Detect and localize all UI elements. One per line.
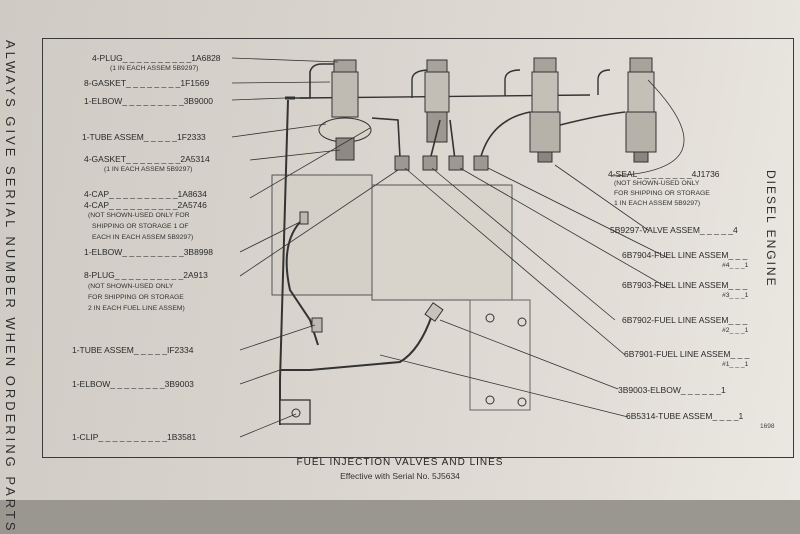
- label-seal-note-1: (NOT SHOWN-USED ONLY: [614, 180, 700, 187]
- label-seal-note-2: FOR SHIPPING OR STORAGE: [614, 190, 710, 197]
- label-elbow-3: 1-ELBOW_ _ _ _ _ _ _ _3B9003: [72, 379, 194, 389]
- label-plug-2: 8-PLUG_ _ _ _ _ _ _ _ _ _2A913: [84, 270, 208, 280]
- block-outline-right: [371, 184, 513, 301]
- label-gasket-2: 4-GASKET_ _ _ _ _ _ _ _2A5314: [84, 154, 210, 164]
- leader-lines: [231, 57, 685, 438]
- label-fuel-line-2: 6B7902-FUEL LINE ASSEM_ _ _: [622, 315, 748, 325]
- label-cap-note-2: SHIPPING OR STORAGE 1 OF: [92, 223, 189, 230]
- label-fuel-line-4: 6B7904-FUEL LINE ASSEM_ _ _: [622, 250, 748, 260]
- label-fuel-line-1-num: #1_ _ _1: [722, 361, 749, 368]
- block-outline: [271, 174, 373, 296]
- label-cap-1: 4-CAP_ _ _ _ _ _ _ _ _ _1A8634: [84, 189, 207, 199]
- label-clip: 1-CLIP_ _ _ _ _ _ _ _ _ _1B3581: [72, 432, 197, 442]
- clip-bracket: [279, 399, 311, 425]
- parts-diagram: [231, 57, 685, 438]
- label-seal: 4-SEAL_ _ _ _ _ _ _ _4J1736: [608, 169, 720, 179]
- fitting-nuts: [394, 155, 489, 171]
- label-fuel-line-2-num: #2_ _ _1: [722, 327, 749, 334]
- label-fuel-line-1: 6B7901-FUEL LINE ASSEM_ _ _: [624, 349, 750, 359]
- label-tube-right: 6B5314-TUBE ASSEM_ _ _ _1: [626, 411, 744, 421]
- figure-subtitle: Effective with Serial No. 5J5634: [340, 471, 460, 481]
- label-fuel-line-3-num: #3_ _ _1: [722, 292, 749, 299]
- label-seal-note-3: 1 IN EACH ASSEM 5B9297): [614, 200, 701, 207]
- label-fuel-line-4-num: #4_ _ _1: [722, 262, 749, 269]
- label-gasket: 8-GASKET_ _ _ _ _ _ _ _1F1569: [84, 78, 210, 88]
- label-plug-2-note-2: FOR SHIPPING OR STORAGE: [88, 294, 184, 301]
- label-elbow-right: 3B9003-ELBOW_ _ _ _ _ _1: [618, 385, 726, 395]
- pump-outline: [469, 299, 531, 411]
- figure-title: FUEL INJECTION VALVES AND LINES: [296, 457, 504, 468]
- label-plug-2-note-1: (NOT SHOWN-USED ONLY: [88, 283, 174, 290]
- label-plug-2-note-3: 2 IN EACH FUEL LINE ASSEM): [88, 305, 185, 312]
- label-gasket-2-note: (1 IN EACH ASSEM 5B9297): [104, 166, 193, 173]
- label-plug-note: (1 IN EACH ASSEM 5B9297): [110, 65, 199, 72]
- label-elbow-2: 1-ELBOW_ _ _ _ _ _ _ _ _3B8998: [84, 247, 214, 257]
- label-cap-note-3: EACH IN EACH ASSEM 5B9297): [92, 234, 194, 241]
- label-tube-1: 1-TUBE ASSEM_ _ _ _ _1F2333: [82, 132, 206, 142]
- figure-number: 1698: [760, 423, 775, 430]
- illustration-frame: [42, 38, 794, 458]
- label-cap-2: 4-CAP_ _ _ _ _ _ _ _ _ _2A5746: [84, 200, 207, 210]
- fuel-lines: [371, 111, 626, 161]
- label-cap-note-1: (NOT SHOWN-USED ONLY FOR: [88, 212, 190, 219]
- label-fuel-line-3: 6B7903-FUEL LINE ASSEM_ _ _: [622, 280, 748, 290]
- label-elbow-1: 1-ELBOW_ _ _ _ _ _ _ _ _3B9000: [84, 96, 214, 106]
- label-valve-assem: 5B9297-VALVE ASSEM_ _ _ _ _4: [610, 225, 738, 235]
- valve-assemblies: [318, 57, 657, 163]
- label-plug: 4-PLUG_ _ _ _ _ _ _ _ _ _1A6828: [92, 53, 221, 63]
- label-tube-2: 1-TUBE ASSEM_ _ _ _ _IF2334: [72, 345, 194, 355]
